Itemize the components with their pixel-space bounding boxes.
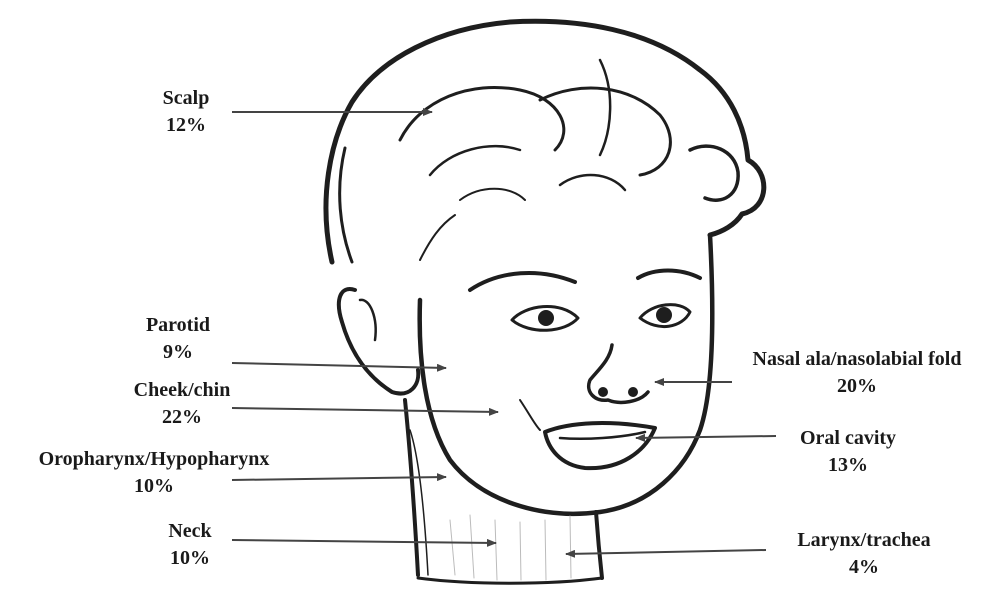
label-oral-pct: 13% — [778, 452, 918, 479]
label-cheek: Cheek/chin 22% — [112, 377, 252, 431]
label-nasal: Nasal ala/nasolabial fold 20% — [726, 346, 988, 400]
label-neck-pct: 10% — [148, 545, 232, 572]
label-larynx-pct: 4% — [764, 554, 964, 581]
label-cheek-pct: 22% — [112, 404, 252, 431]
arrow-neck — [232, 540, 496, 543]
label-larynx-name: Larynx/trachea — [764, 527, 964, 554]
label-scalp-pct: 12% — [144, 112, 228, 139]
label-neck-name: Neck — [148, 518, 232, 545]
label-nasal-name: Nasal ala/nasolabial fold — [726, 346, 988, 373]
arrow-parotid — [232, 363, 446, 368]
pointer-arrows — [232, 112, 776, 554]
arrow-oral — [636, 436, 776, 438]
label-scalp: Scalp 12% — [144, 85, 228, 139]
label-neck: Neck 10% — [148, 518, 232, 572]
label-nasal-pct: 20% — [726, 373, 988, 400]
label-parotid-pct: 9% — [128, 339, 228, 366]
label-oral: Oral cavity 13% — [778, 425, 918, 479]
label-oropharynx-pct: 10% — [8, 473, 300, 500]
label-scalp-name: Scalp — [144, 85, 228, 112]
label-parotid-name: Parotid — [128, 312, 228, 339]
label-oral-name: Oral cavity — [778, 425, 918, 452]
label-oropharynx-name: Oropharynx/Hypopharynx — [8, 446, 300, 473]
head-sketch — [326, 21, 764, 583]
label-parotid: Parotid 9% — [128, 312, 228, 366]
arrow-cheek — [232, 408, 498, 412]
label-cheek-name: Cheek/chin — [112, 377, 252, 404]
label-oropharynx: Oropharynx/Hypopharynx 10% — [8, 446, 300, 500]
arrow-larynx — [566, 550, 766, 554]
label-larynx: Larynx/trachea 4% — [764, 527, 964, 581]
